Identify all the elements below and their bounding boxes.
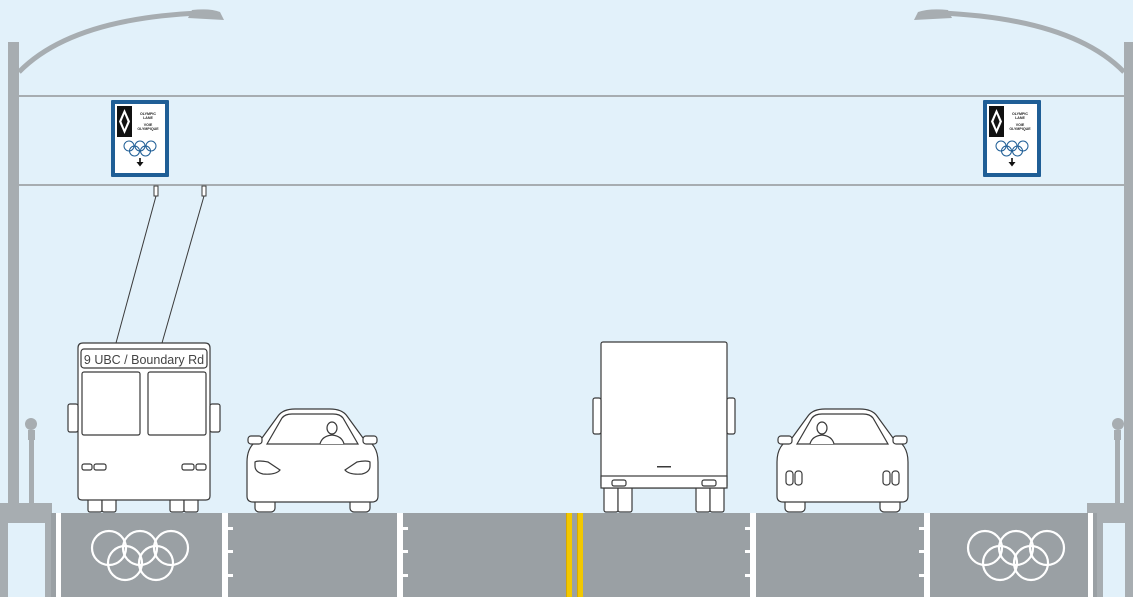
olympic-lane-line-left <box>222 513 228 597</box>
bus-windshield-left <box>81 371 141 436</box>
license-plate-mark <box>657 466 671 468</box>
olympic-lane-line-right <box>924 513 930 597</box>
dashed-lane-lines <box>228 513 924 597</box>
tail-light <box>611 479 627 487</box>
headlight <box>785 470 794 486</box>
sign-line-4: OLYMPIQUE <box>1009 127 1031 131</box>
car-right <box>776 408 909 513</box>
sign-line-3: VOIE <box>1016 123 1025 127</box>
headlight <box>93 463 107 471</box>
right-sidewalk-post <box>1112 418 1124 504</box>
destination-sign <box>80 348 208 369</box>
trolley-poles <box>115 185 207 344</box>
headlight <box>254 460 281 475</box>
sign-line-2: LANE <box>143 116 153 120</box>
left-edge-line <box>56 513 61 597</box>
headlight <box>891 470 900 486</box>
right-street-light <box>914 9 1133 504</box>
olympic-rings-icon <box>123 140 157 157</box>
tail-light <box>701 479 717 487</box>
road-surface <box>45 513 1103 597</box>
trolleybus <box>67 342 221 513</box>
olympic-rings-icon <box>966 529 1066 582</box>
down-arrow-icon <box>136 158 144 167</box>
right-edge-line <box>1088 513 1093 597</box>
lamp-head <box>188 9 224 20</box>
down-arrow-icon <box>1008 158 1016 167</box>
right-curb <box>1097 513 1103 597</box>
sign-line-1: OLYMPIC <box>140 112 156 116</box>
olympic-rings-icon <box>995 140 1029 157</box>
left-street-light <box>8 9 224 504</box>
headlight <box>344 460 371 475</box>
sign-line-3: VOIE <box>144 123 153 127</box>
lamp-head <box>914 9 952 20</box>
olympic-lane-sign-left: OLYMPIC LANE VOIE OLYMPIQUE <box>111 100 169 177</box>
double-yellow-centerline <box>566 513 583 597</box>
truck <box>592 341 736 513</box>
headlight <box>81 463 93 471</box>
left-sidewalk-post <box>25 418 37 504</box>
sign-line-4: OLYMPIQUE <box>137 127 159 131</box>
left-curb <box>45 513 51 597</box>
bus-windshield-right <box>147 371 207 436</box>
headlight <box>195 463 207 471</box>
headlight <box>882 470 891 486</box>
olympic-lane-sign-right: OLYMPIC LANE VOIE OLYMPIQUE <box>983 100 1041 177</box>
driver-icon <box>809 421 835 445</box>
olympic-rings-icon <box>90 529 190 582</box>
sign-line-2: LANE <box>1015 116 1025 120</box>
bus-destination-text: 9 UBC / Boundary Rd <box>84 353 204 367</box>
headlight <box>181 463 195 471</box>
car-left <box>246 408 379 513</box>
sign-line-1: OLYMPIC <box>1012 112 1028 116</box>
left-sidewalk <box>0 503 52 597</box>
headlight <box>794 470 803 486</box>
driver-icon <box>319 421 345 445</box>
